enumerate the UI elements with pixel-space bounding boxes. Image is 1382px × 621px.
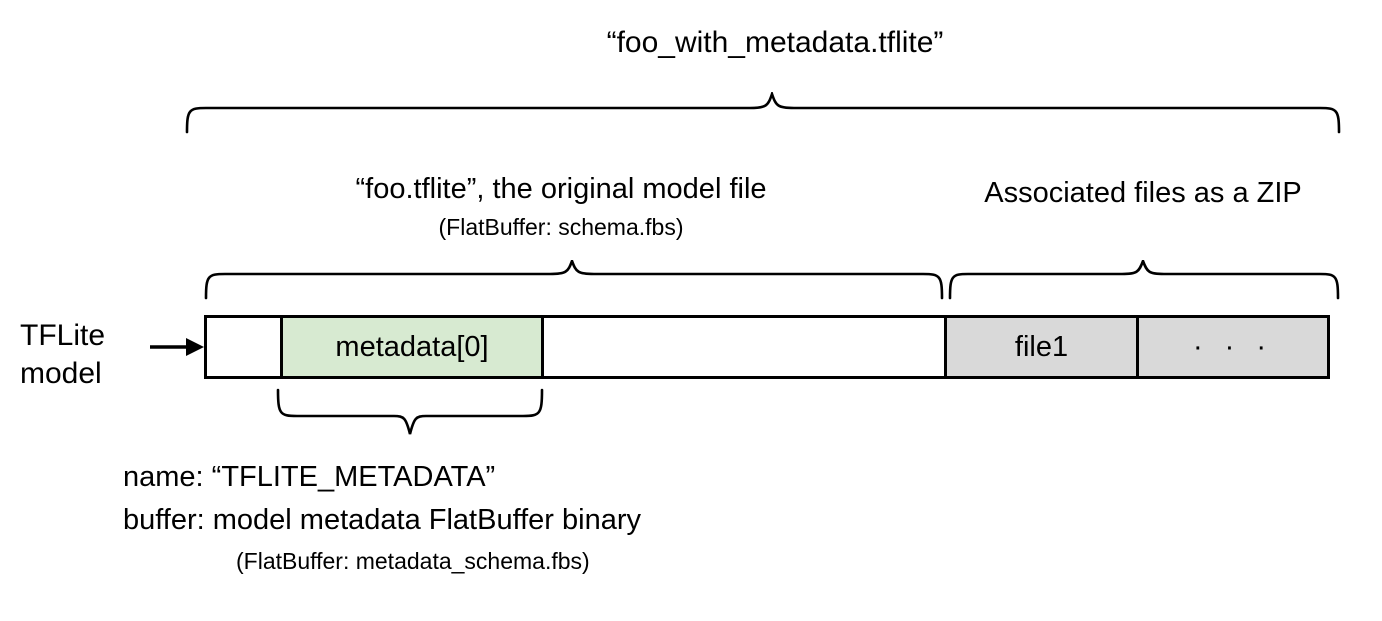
metadata-schema-note: (FlatBuffer: metadata_schema.fbs) xyxy=(236,548,590,574)
brace-associated-files xyxy=(948,260,1340,300)
associated-files-label: Associated files as a ZIP xyxy=(984,177,1302,209)
metadata-name-note: name: “TFLITE_METADATA” xyxy=(123,461,496,493)
brace-whole-file xyxy=(185,92,1341,134)
top-file-name-label: “foo_with_metadata.tflite” xyxy=(606,26,944,59)
bar-cell-metadata: metadata[0] xyxy=(280,318,544,376)
bar-cell-ellipsis: · · · xyxy=(1139,318,1327,376)
bar-cell-model-body xyxy=(544,318,944,376)
original-model-schema-label: (FlatBuffer: schema.fbs) xyxy=(438,214,684,240)
tflite-model-bar: metadata[0] file1 · · · xyxy=(204,315,1330,379)
brace-metadata-detail xyxy=(276,388,544,435)
bar-cell-header xyxy=(207,318,280,376)
arrow-right-icon xyxy=(150,338,204,356)
tflite-model-label: TFLite model xyxy=(20,319,106,391)
brace-original-model xyxy=(204,260,944,300)
metadata-buffer-note: buffer: model metadata FlatBuffer binary xyxy=(123,504,641,536)
bar-cell-file1: file1 xyxy=(944,318,1139,376)
original-model-label: “foo.tflite”, the original model file xyxy=(355,173,767,205)
